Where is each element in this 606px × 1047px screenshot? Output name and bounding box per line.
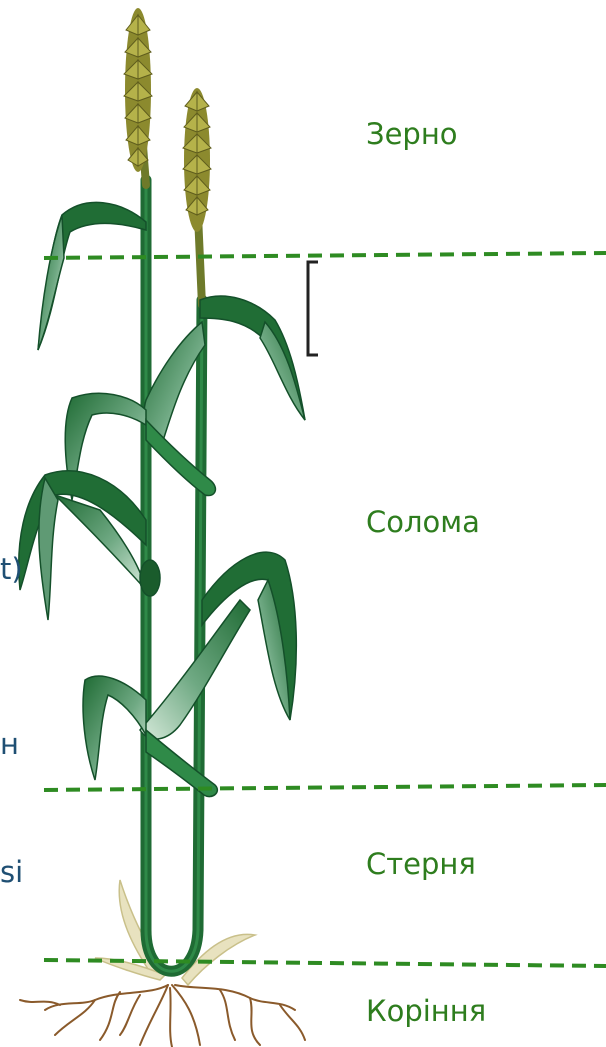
- leaf: [19, 471, 146, 590]
- clipped-text-2: н: [0, 730, 19, 759]
- zone-dividers: [44, 253, 606, 966]
- leaf: [83, 676, 146, 780]
- wheat-ears: [124, 8, 211, 232]
- zone-label-stubble: Стерня: [366, 850, 476, 879]
- stems: [141, 120, 202, 971]
- plant-roots: [20, 985, 305, 1047]
- leaf: [200, 296, 305, 420]
- clipped-text-1: t): [0, 555, 23, 584]
- zone-label-straw: Солома: [366, 508, 480, 537]
- clipped-text-3: si: [0, 858, 23, 887]
- zone-label-grain: Зерно: [366, 120, 458, 149]
- divider-grain-straw: [44, 253, 606, 258]
- stem-node: [140, 560, 160, 596]
- ear-left: [124, 8, 152, 172]
- ear-right: [183, 88, 211, 232]
- divider-straw-stubble: [44, 785, 606, 790]
- leaves: [19, 202, 305, 796]
- bracket: [308, 262, 318, 355]
- zone-label-roots: Коріння: [366, 997, 486, 1026]
